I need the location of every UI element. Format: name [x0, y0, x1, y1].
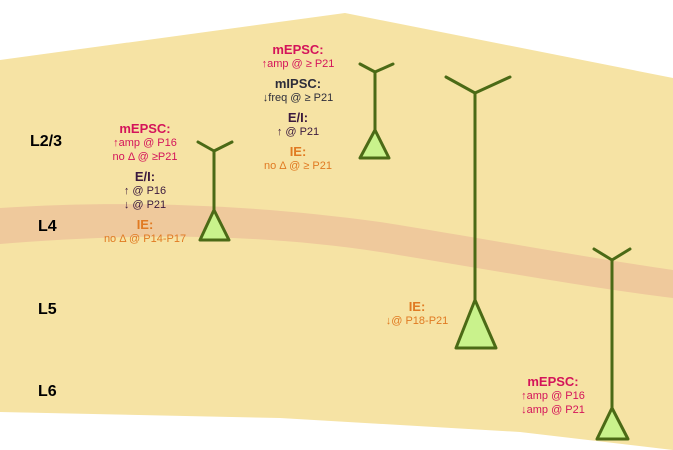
- layer-label-l4: L4: [38, 218, 57, 235]
- top-ei-line-1: ↑ @ P21: [276, 126, 320, 139]
- l5-annotation: IE: ↓@ P18-P21: [372, 299, 462, 329]
- pyramidal-neuron-l6: [592, 247, 632, 441]
- l23-ie-title: IE:: [136, 216, 154, 232]
- top-mepsc-title: mEPSC:: [272, 42, 324, 57]
- l23-mepsc-title: mEPSC:: [119, 121, 171, 136]
- top-annotation: mEPSC: ↑amp @ ≥ P21 mIPSC: ↓freq @ ≥ P21…: [238, 42, 358, 174]
- top-ei-title: E/I:: [287, 110, 309, 125]
- l23-mepsc-line-2: no Δ @ ≥P21: [112, 151, 178, 163]
- top-ie-title: IE:: [289, 144, 307, 159]
- pyramidal-neuron-l23: [196, 140, 234, 242]
- pyramidal-neuron-top: [358, 62, 395, 160]
- layer-label-l5: L5: [38, 301, 57, 318]
- l5-ie-line-1: ↓@ P18-P21: [385, 315, 449, 328]
- l23-ei-line-2: ↓ @ P21: [123, 198, 167, 211]
- l23-mepsc-line-1: ↑amp @ P16: [113, 137, 177, 150]
- top-mepsc-line-1: ↑amp @ ≥ P21: [261, 58, 335, 71]
- l23-annotation: mEPSC: ↑amp @ P16 no Δ @ ≥P21 E/I: ↑ @ P…: [80, 121, 210, 247]
- layer-label-l6: L6: [38, 383, 57, 400]
- top-ie-line-1: no Δ @ ≥ P21: [264, 160, 332, 173]
- pyramidal-neuron-l5: [444, 75, 512, 350]
- l23-ie-line-1: no Δ @ P14-P17: [103, 232, 187, 245]
- l23-ei-line-1: ↑ @ P16: [123, 185, 167, 197]
- l6-annotation: mEPSC: ↑amp @ P16 ↓amp @ P21: [508, 374, 598, 418]
- l6-mepsc-line-1: ↑amp @ P16: [521, 390, 585, 403]
- layer-label-l23: L2/3: [30, 133, 63, 150]
- l6-mepsc-title: mEPSC:: [527, 374, 579, 389]
- l5-ie-title: IE:: [408, 299, 426, 314]
- top-mipsc-line-1: ↓freq @ ≥ P21: [262, 92, 334, 105]
- l23-ei-title: E/I:: [134, 168, 156, 184]
- layer4-band: [0, 204, 673, 298]
- l6-mepsc-line-2: ↓amp @ P21: [521, 404, 585, 416]
- top-mipsc-title: mIPSC:: [274, 76, 322, 91]
